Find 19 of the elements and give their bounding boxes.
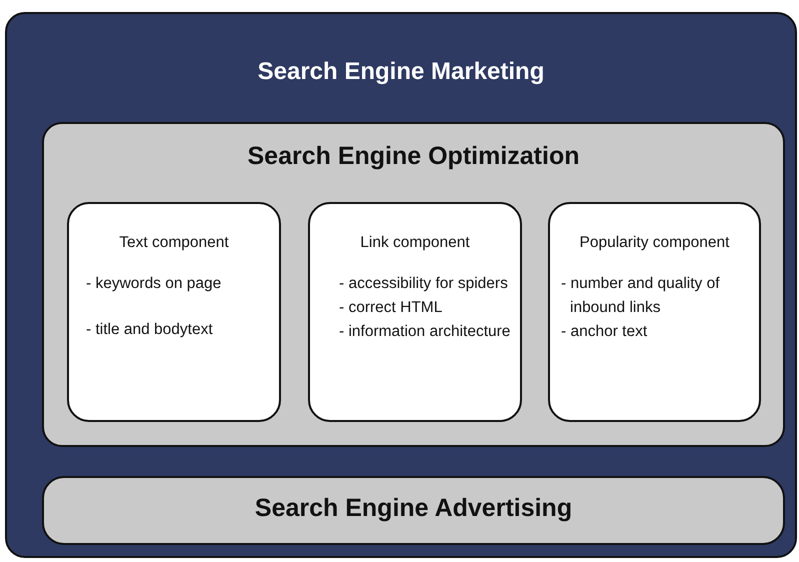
card-heading: Popularity component (578, 234, 730, 252)
component-card (548, 202, 761, 422)
bullet-text: - title and bodytext (85, 320, 214, 340)
bullet-text: - number and quality of inbound links (560, 274, 721, 318)
bullet-text: - accessibility for spiders (338, 274, 509, 294)
panel-title: Search Engine Advertising (254, 494, 574, 523)
panel-title: Search Engine Marketing (256, 58, 546, 86)
bullet-text: - anchor text (560, 322, 648, 342)
card-heading: Link component (359, 234, 471, 252)
component-card (67, 202, 281, 422)
category-panel (42, 122, 785, 447)
component-card (308, 202, 522, 422)
bullet-text: - keywords on page (85, 274, 222, 294)
category-band (42, 476, 785, 545)
bullet-text: - correct HTML (338, 298, 444, 318)
bullet-text: - information architecture (338, 322, 512, 342)
card-heading: Text component (118, 234, 230, 252)
panel-title: Search Engine Optimization (246, 142, 580, 171)
outer-panel (5, 12, 797, 558)
